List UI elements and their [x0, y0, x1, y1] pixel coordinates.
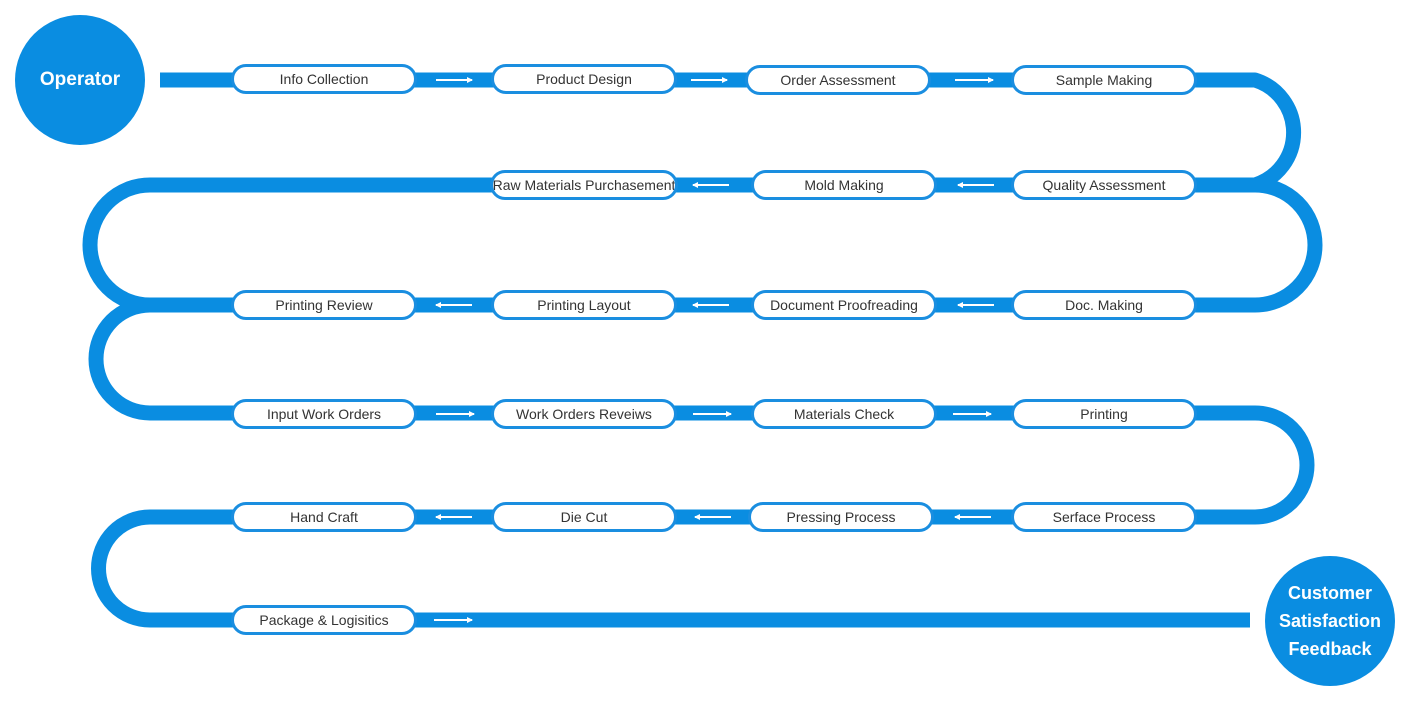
step-die-cut: Die Cut: [491, 502, 677, 532]
step-materials-check: Materials Check: [751, 399, 937, 429]
step-work-orders-reviews: Work Orders Reveiws: [491, 399, 677, 429]
arrow-right-icon: [691, 77, 728, 83]
step-pressing-process: Pressing Process: [748, 502, 934, 532]
arrow-left-icon: [954, 514, 991, 520]
track-path: [82, 72, 1323, 628]
arrow-right-icon: [955, 77, 994, 83]
step-info-collection: Info Collection: [231, 64, 417, 94]
arrow-right-icon: [436, 411, 475, 417]
step-printing: Printing: [1011, 399, 1197, 429]
step-doc-making: Doc. Making: [1011, 290, 1197, 320]
step-package-logistics: Package & Logisitics: [231, 605, 417, 635]
feedback-label-line-3: Feedback: [1288, 639, 1372, 659]
arrow-right-icon: [434, 617, 473, 623]
arrow-left-icon: [957, 302, 994, 308]
step-raw-materials-purchasement: Raw Materials Purchasement: [490, 170, 678, 200]
arrow-left-icon: [435, 514, 472, 520]
arrow-right-icon: [436, 77, 473, 83]
operator-node: Operator: [15, 15, 145, 145]
step-hand-craft: Hand Craft: [231, 502, 417, 532]
step-order-assessment: Order Assessment: [745, 65, 931, 95]
arrow-left-icon: [957, 182, 994, 188]
step-serface-process: Serface Process: [1011, 502, 1197, 532]
arrow-left-icon: [692, 302, 729, 308]
step-product-design: Product Design: [491, 64, 677, 94]
arrow-left-icon: [692, 182, 729, 188]
arrow-left-icon: [694, 514, 731, 520]
step-input-work-orders: Input Work Orders: [231, 399, 417, 429]
arrow-left-icon: [435, 302, 472, 308]
step-quality-assessment: Quality Assessment: [1011, 170, 1197, 200]
feedback-label-line-2: Satisfaction: [1278, 611, 1382, 631]
arrow-right-icon: [693, 411, 732, 417]
step-document-proofreading: Document Proofreading: [751, 290, 937, 320]
step-mold-making: Mold Making: [751, 170, 937, 200]
operator-label: Operator: [39, 69, 121, 90]
feedback-label-line-1: Customer: [1287, 583, 1372, 603]
step-printing-review: Printing Review: [231, 290, 417, 320]
step-sample-making: Sample Making: [1011, 65, 1197, 95]
step-printing-layout: Printing Layout: [491, 290, 677, 320]
arrow-right-icon: [953, 411, 992, 417]
customer-feedback-node: Customer Satisfaction Feedback: [1265, 556, 1395, 686]
